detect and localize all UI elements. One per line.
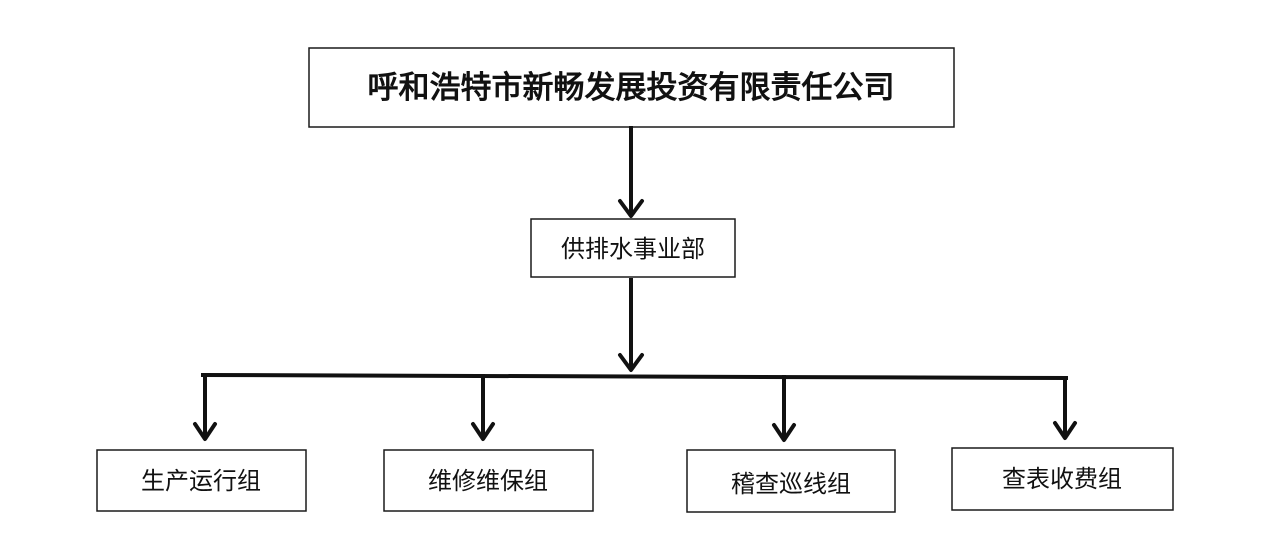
group-node-1-box — [96, 449, 307, 512]
edge-bus-to-group-2 — [471, 374, 495, 441]
root-node: 呼和浩特市新畅发展投资有限责任公司 — [308, 47, 955, 128]
department-node: 供排水事业部 — [530, 218, 736, 278]
root-node-label: 呼和浩特市新畅发展投资有限责任公司 — [368, 70, 895, 106]
group-node-4: 查表收费组 — [951, 447, 1174, 511]
group-node-2-box — [383, 449, 594, 512]
group-node-1: 生产运行组 — [96, 449, 307, 512]
edge-department-to-bus — [618, 278, 644, 372]
group-node-1-label: 生产运行组 — [141, 467, 261, 495]
edge-root-to-department — [618, 126, 644, 218]
group-node-3-label: 稽查巡线组 — [731, 470, 851, 498]
group-node-4-label: 查表收费组 — [1002, 465, 1122, 493]
group-node-3-box — [686, 449, 896, 513]
group-node-2: 维修维保组 — [383, 449, 594, 512]
group-node-4-box — [951, 447, 1174, 511]
edge-bus-to-group-1 — [193, 373, 217, 441]
horizontal-connector — [200, 372, 1069, 381]
department-node-label: 供排水事业部 — [561, 235, 705, 263]
group-node-3: 稽查巡线组 — [686, 449, 896, 513]
edge-bus-to-group-4 — [1053, 376, 1077, 440]
root-node-box — [308, 47, 955, 128]
arrowhead-department — [618, 199, 644, 218]
arrowhead-bus — [618, 353, 644, 372]
edge-bus-to-group-3 — [772, 375, 796, 442]
group-node-2-label: 维修维保组 — [428, 467, 548, 495]
department-node-box — [530, 218, 736, 278]
